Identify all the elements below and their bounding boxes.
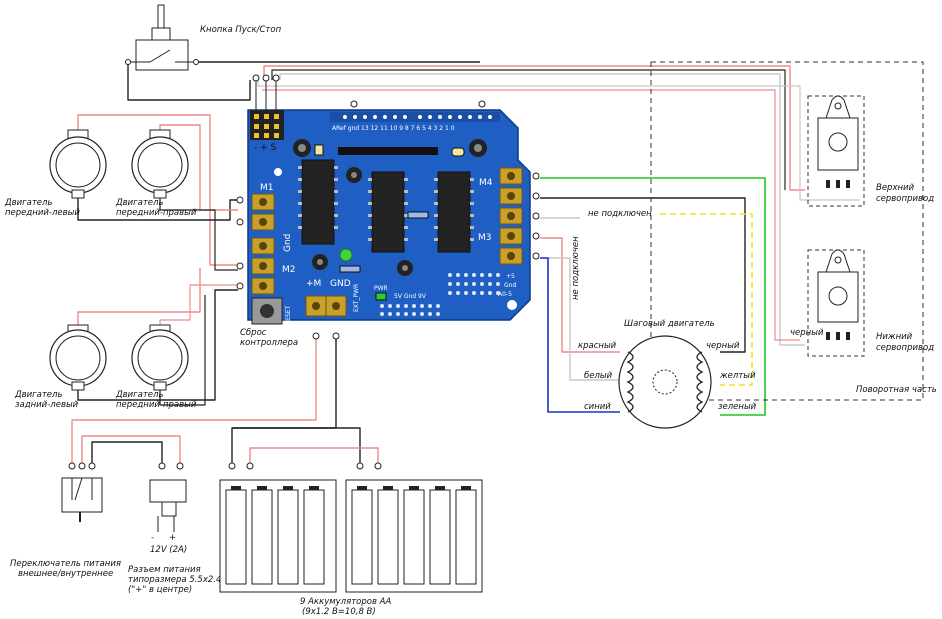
jack-minus: - xyxy=(151,533,154,543)
servo-bottom xyxy=(807,249,865,357)
board-plus5-label: +5 xyxy=(506,273,515,280)
board-m4-label: M4 xyxy=(479,178,493,188)
wire-fl-red xyxy=(77,114,238,266)
motor-rear-right xyxy=(131,324,189,391)
battery-pack-left xyxy=(219,479,337,593)
wire-black-servo-label: черный xyxy=(790,328,824,338)
power-jack-label-3: ("+" в центре) xyxy=(128,585,192,595)
stepper-label: Шаговый двигатель xyxy=(624,319,715,329)
power-jack-label-1: Разъем питания xyxy=(128,565,201,575)
wire-ext-black xyxy=(231,335,337,465)
wire-stepper-blue xyxy=(540,257,620,413)
wire-blue-label: синий xyxy=(584,402,611,412)
servo-bottom-label-2: сервопривод xyxy=(876,343,934,353)
reset-button xyxy=(251,297,283,325)
wire-red-label: красный xyxy=(578,341,617,351)
motor-rear-left xyxy=(49,324,107,391)
board-m3-label: M3 xyxy=(478,233,492,243)
power-switch-label-2: внешнее/внутреннее xyxy=(18,569,113,579)
board-gnd-label: GND xyxy=(330,279,351,289)
motor-fr-label-1: Двигатель xyxy=(115,198,163,208)
power-switch-label-1: Переключатель питания xyxy=(10,559,121,569)
board-power-row-label: 5V Gnd 9V xyxy=(394,293,427,300)
servo-top-label-1: Верхний xyxy=(876,183,915,193)
wire-fl-black xyxy=(77,195,238,221)
wire-stepper-white xyxy=(540,257,620,381)
power-jack xyxy=(149,479,187,532)
wire-switch-red xyxy=(81,435,181,465)
motor-front-right xyxy=(131,129,189,199)
wire-ext-red xyxy=(71,335,317,465)
wire-bat-red xyxy=(249,447,379,465)
board-gnd-small-label: Gnd xyxy=(504,282,516,289)
wire-bat-black xyxy=(232,427,361,465)
battery-pack-right xyxy=(345,479,483,593)
motor-shield-board: ARef gnd 13 12 11 10 9 8 7 6 5 4 3 2 1 0 xyxy=(247,109,531,321)
motor-fr-label-2: передний-правый xyxy=(116,208,197,218)
board-pwr-label: PWR xyxy=(374,285,388,292)
servo-top xyxy=(807,95,865,207)
servo-header xyxy=(250,80,284,140)
board-m1-label: M1 xyxy=(260,183,274,193)
wire-stepper-yellow xyxy=(660,213,753,386)
wire-green-label: зеленый xyxy=(718,402,757,412)
reset-label-2: контроллера xyxy=(240,338,298,348)
wire-servo-2 xyxy=(271,69,786,190)
wire-yellow-label: желтый xyxy=(719,371,756,381)
board-plus-m-label: +M xyxy=(306,279,321,289)
reset-label-1: Сброс xyxy=(240,328,267,338)
motor-fl-label-2: передний-левый xyxy=(5,208,80,218)
voltage-12v-label: 12V (2A) xyxy=(150,545,187,555)
stepper-motor xyxy=(618,335,712,429)
wire-white-label: белый xyxy=(584,371,613,381)
board-reset-label: RESET xyxy=(285,305,292,325)
wire-servo-1 xyxy=(263,65,805,191)
wire-rr-red xyxy=(159,284,238,330)
batteries-label-1: 9 Аккумуляторов АА xyxy=(300,597,391,607)
wire-rr-black xyxy=(159,295,206,406)
board-m2-label: M2 xyxy=(282,265,296,275)
wire-servo-4 xyxy=(257,80,860,201)
board-gnd-v-label: Gnd xyxy=(283,234,293,252)
wire-servo-5 xyxy=(262,89,800,341)
wire-servo-3 xyxy=(279,73,805,346)
power-switch xyxy=(61,477,103,522)
rotating-part-boundary xyxy=(650,61,924,401)
power-jack-label-2: типоразмера 5.5x2.4 xyxy=(128,575,221,585)
board-ext-pwr-label: EXT_PWR xyxy=(353,284,360,312)
wire-stepper-red xyxy=(540,237,620,353)
start-stop-label: Кнопка Пуск/Стоп xyxy=(200,25,282,35)
motor-rl-label-1: Двигатель xyxy=(14,390,62,400)
board-a05-label: A0-5 xyxy=(498,291,512,298)
rotating-part-label: Поворотная часть xyxy=(856,385,937,395)
wire-stepper-green xyxy=(540,177,766,416)
wire-black-stepper-label: черный xyxy=(706,341,740,351)
servo-header-label: - + S xyxy=(254,143,277,153)
wire-switch-black xyxy=(91,441,163,465)
motor-fl-label-1: Двигатель xyxy=(4,198,52,208)
motor-rr-label-1: Двигатель xyxy=(115,390,163,400)
wire-button-black xyxy=(127,62,251,101)
motor-rl-label-2: задний-левый xyxy=(15,400,79,410)
board-pins-top: ARef gnd 13 12 11 10 9 8 7 6 5 4 3 2 1 0 xyxy=(332,125,455,132)
start-stop-button xyxy=(125,4,199,71)
servo-top-label-2: сервопривод xyxy=(876,194,934,204)
motor-rr-label-2: передний-правый xyxy=(116,400,197,410)
not-connected-2: не подключен xyxy=(571,236,581,300)
terminal-markers xyxy=(68,74,540,470)
jack-plus: + xyxy=(169,533,176,543)
wire-stepper-black xyxy=(540,197,746,353)
wire-fr-black xyxy=(159,195,238,271)
not-connected-1: не подключен xyxy=(588,209,652,219)
motor-front-left xyxy=(49,129,107,199)
servo-bottom-label-1: Нижний xyxy=(876,332,913,342)
wire-rl-black xyxy=(77,289,238,401)
batteries-label-2: (9x1.2 В=10,8 В) xyxy=(302,607,376,617)
wire-rl-red xyxy=(77,268,201,330)
wires xyxy=(71,61,860,465)
